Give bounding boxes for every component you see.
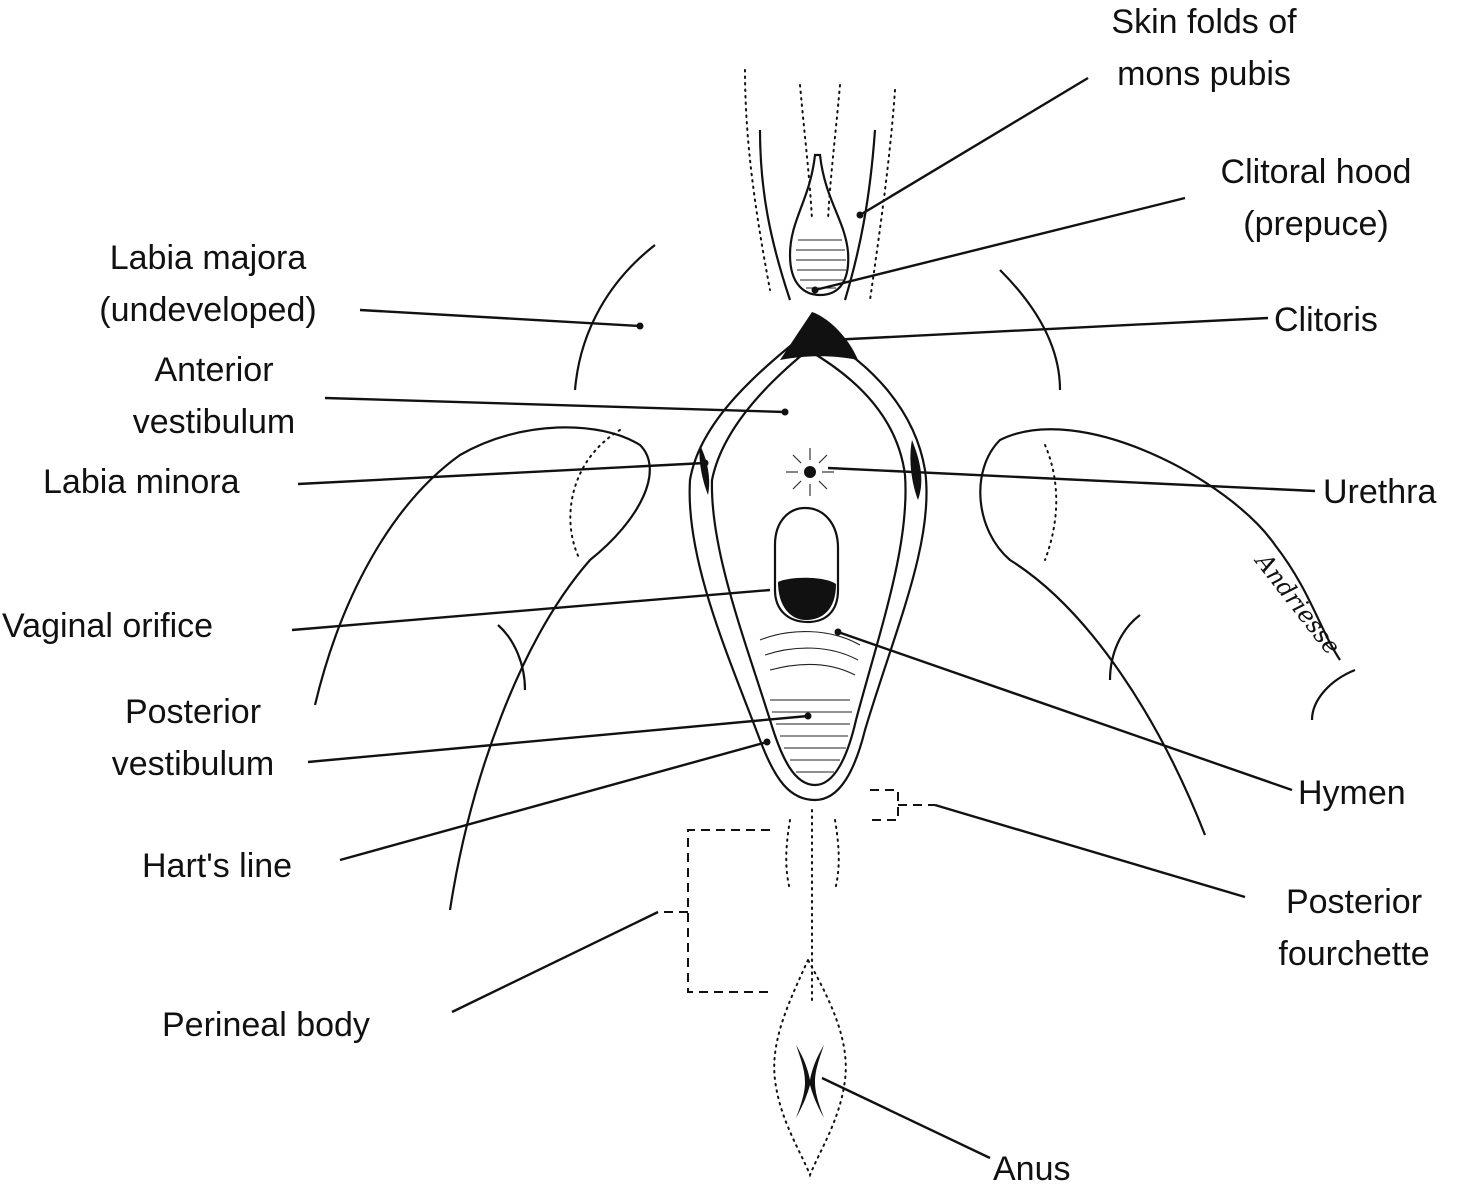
mons-fold-left-inner [758, 129, 792, 301]
anus-outline [773, 957, 847, 1178]
urethra-opening [804, 466, 816, 478]
leader-clitoral-hood [814, 196, 1186, 292]
label-perineal-body: Perineal body [162, 1006, 370, 1044]
label-clitoral-hood: Clitoral hood(prepuce) [1220, 153, 1412, 243]
right-dotted-contour [1044, 444, 1058, 561]
leader-perineal-body [451, 910, 659, 1014]
leader-anterior-vestibulum [324, 396, 786, 414]
label-harts-line: Hart's line [142, 847, 293, 885]
left-labia-majora-contour [573, 244, 656, 391]
posterior-fourchette-bracket [870, 789, 899, 821]
leader-urethra [827, 466, 1316, 493]
mons-fold-right [869, 89, 896, 301]
leader-labia-majora [359, 308, 641, 328]
mons-fold-left [744, 69, 771, 291]
clitoral-hood-shape [788, 153, 850, 297]
label-labia-minora: Labia minora [43, 463, 240, 501]
mons-fold-center-left [799, 84, 813, 221]
right-dark-margin [910, 440, 922, 500]
leader-labia-minora [297, 461, 706, 486]
perineal-stipple-left [785, 819, 791, 891]
leader-anus [821, 1076, 991, 1160]
vaginal-orifice-shadow [778, 577, 836, 620]
left-dotted-contour [569, 429, 621, 561]
label-labia-majora: Labia majora(undeveloped) [99, 239, 317, 329]
label-clitoris: Clitoris [1274, 301, 1378, 339]
label-hymen: Hymen [1298, 774, 1406, 812]
leader-vaginal-orifice [291, 588, 771, 632]
leader-posterior-fourchette [934, 803, 1246, 899]
clitoris-shape [780, 312, 858, 360]
perineal-body-bracket [687, 829, 770, 993]
label-anus: Anus [993, 1150, 1071, 1188]
leader-posterior-vestibulum [307, 714, 809, 764]
leader-skin-folds [859, 76, 1089, 217]
left-thigh-outline [313, 426, 651, 911]
anus-shape [796, 1045, 824, 1118]
right-skin-crease [1108, 614, 1141, 681]
posterior-vestibulum-hatching [770, 699, 852, 773]
labia-minora-outer [688, 328, 928, 802]
vaginal-orifice-shape [773, 506, 840, 624]
perineal-stipple-right [834, 819, 840, 891]
right-thigh-outline [979, 428, 1341, 836]
label-vaginal-orifice: Vaginal orifice [2, 607, 214, 645]
clitoral-hood-hatching [796, 239, 846, 289]
urethra-radial-lines [786, 448, 834, 496]
hymen-folds [759, 630, 861, 676]
left-dark-margin [699, 445, 710, 495]
leader-clitoris [829, 316, 1269, 342]
label-urethra: Urethra [1323, 473, 1437, 511]
right-knee-curve [1310, 668, 1356, 721]
mons-fold-center-right [827, 84, 841, 221]
labia-minora-inner [710, 348, 907, 787]
leader-hymen [837, 630, 1293, 792]
leader-harts-line [339, 740, 768, 862]
left-skin-crease [497, 624, 527, 691]
